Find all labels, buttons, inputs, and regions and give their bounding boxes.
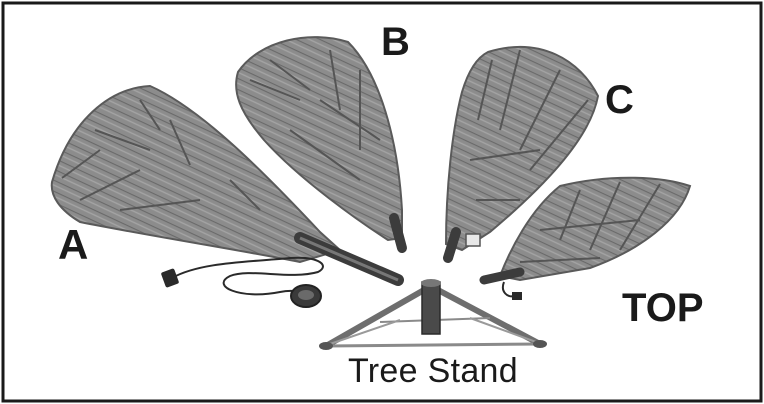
section-b-label: B	[381, 20, 410, 64]
section-c-pole	[443, 227, 461, 263]
section-top-pole	[479, 267, 525, 285]
tree-section-b	[235, 36, 407, 253]
stand-center-tube	[421, 281, 441, 335]
section-c-label: C	[605, 78, 634, 122]
power-cord-icon	[171, 256, 324, 301]
tree-section-a	[50, 84, 404, 308]
section-a-label: A	[58, 221, 89, 268]
tree-stand-label: Tree Stand	[348, 352, 518, 390]
section-top-label: TOP	[622, 286, 704, 330]
section-b-pole	[389, 213, 407, 253]
tree-stand	[319, 279, 547, 350]
tree-section-c	[443, 46, 600, 263]
tree-section-top	[479, 176, 692, 300]
